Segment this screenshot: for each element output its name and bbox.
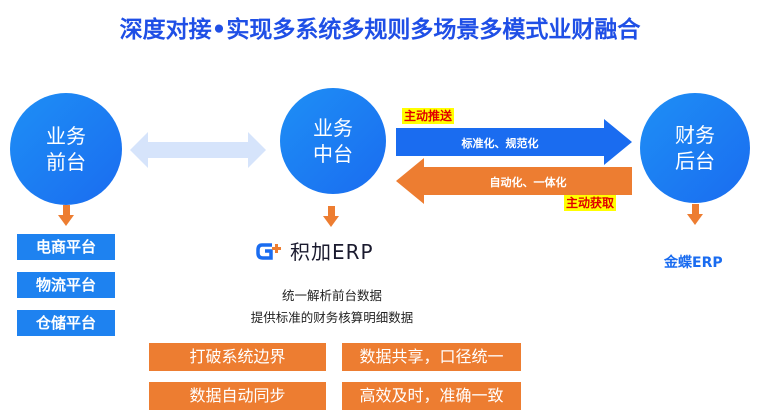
node-label: 后台	[675, 149, 715, 173]
node-label: 业务	[313, 116, 353, 140]
benefit-box: 打破系统边界	[149, 343, 326, 371]
push-arrow-icon	[396, 119, 632, 165]
node-label: 财务	[675, 123, 715, 147]
bidirectional-arrow-icon	[130, 132, 266, 168]
node-business-middle: 业务 中台	[280, 88, 386, 194]
node-label: 中台	[313, 142, 353, 166]
platform-ecommerce: 电商平台	[17, 234, 115, 260]
middle-desc-line: 统一解析前台数据	[281, 288, 382, 303]
push-label: 标准化、规范化	[461, 137, 539, 150]
benefit-box: 数据自动同步	[149, 382, 326, 410]
pull-label: 自动化、一体化	[489, 176, 567, 189]
jijia-erp-logo: 积加ERP	[256, 236, 374, 265]
page-title: 深度对接•实现多系统多规则多场景多模式业财融合	[119, 17, 641, 43]
platform-logistics: 物流平台	[17, 272, 115, 298]
benefit-box: 高效及时，准确一致	[342, 382, 521, 410]
node-finance-backend: 财务 后台	[640, 93, 750, 203]
node-business-frontend: 业务 前台	[10, 93, 122, 205]
middle-desc-line: 提供标准的财务核算明细数据	[250, 310, 414, 325]
pull-tag: 主动获取	[564, 195, 617, 211]
logo-text: 积加ERP	[290, 240, 374, 264]
g-plus-logo-icon	[256, 242, 281, 260]
node-label: 业务	[46, 124, 86, 148]
push-tag: 主动推送	[402, 108, 455, 124]
pull-arrow-icon	[396, 158, 632, 204]
kingdee-erp-label: 金蝶ERP	[664, 255, 723, 271]
platform-warehouse: 仓储平台	[17, 310, 115, 336]
node-label: 前台	[46, 150, 86, 174]
benefit-box: 数据共享，口径统一	[342, 343, 521, 371]
